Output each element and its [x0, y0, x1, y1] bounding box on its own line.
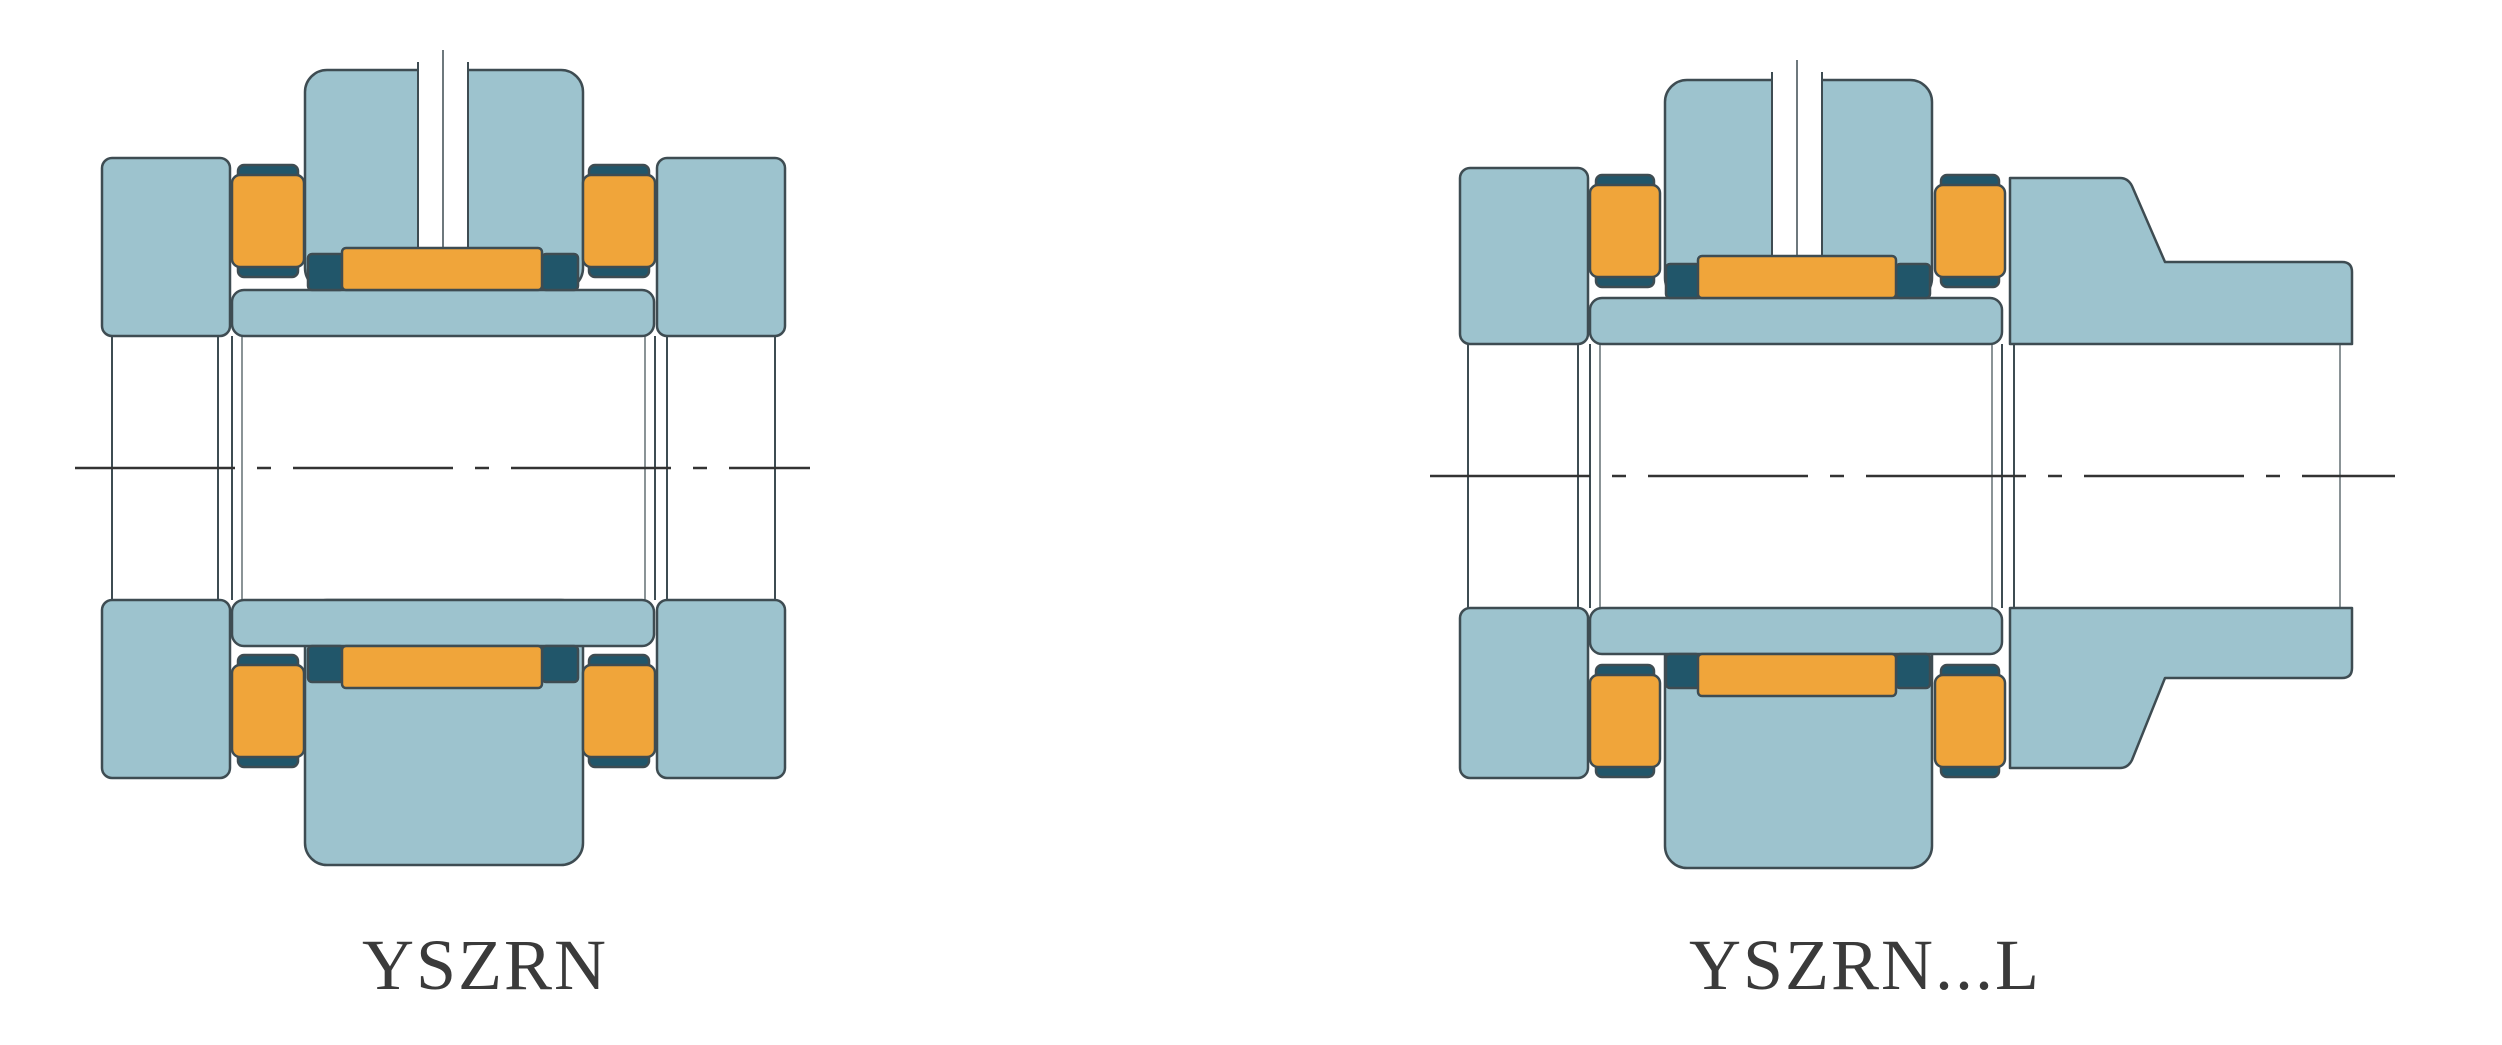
thrust-left-bottom-roller [1588, 673, 1662, 769]
thrust-left-bottom-roller [230, 663, 306, 759]
thrust-left-top-roller [1588, 183, 1662, 279]
radial-roller-bottom [340, 644, 544, 690]
thrust-right-top-roller [1933, 183, 2007, 279]
thrust-right-top-roller [581, 173, 657, 269]
thrust-right-bottom-roller [1933, 673, 2007, 769]
radial-cage-right [1894, 652, 1932, 690]
inner-sleeve-top [1588, 296, 2004, 346]
inner-sleeve-top [230, 288, 656, 338]
radial-roller-top [340, 246, 544, 292]
radial-roller-top [1696, 254, 1898, 300]
radial-cage-right [540, 644, 580, 684]
side-washer-right-bottom [655, 598, 787, 780]
radial-cage-left [1664, 652, 1702, 690]
inner-sleeve-bottom [1588, 606, 2004, 656]
thrust-left-top-roller [230, 173, 306, 269]
side-washer-left-top [100, 156, 232, 338]
side-washer-left-bottom [1458, 606, 1590, 780]
radial-cage-right [1894, 262, 1932, 300]
side-washer-right-top [655, 156, 787, 338]
yszrn-l-caption: YSZRN...L [1688, 925, 2042, 1005]
extension-sleeve-bottom [2008, 606, 2354, 770]
radial-roller-bottom [1696, 652, 1898, 698]
side-washer-left-bottom [100, 598, 232, 780]
thrust-right-bottom-roller [581, 663, 657, 759]
radial-cage-left [1664, 262, 1702, 300]
side-washer-left-top [1458, 166, 1590, 346]
extension-sleeve-top [2008, 176, 2354, 346]
yszrn-cross-section [75, 50, 810, 867]
yszrn-caption: YSZRN [361, 925, 609, 1005]
radial-cage-right [540, 252, 580, 292]
radial-cage-left [306, 252, 346, 292]
inner-sleeve-bottom [230, 598, 656, 648]
yszrn-l-cross-section [1430, 60, 2395, 870]
radial-cage-left [306, 644, 346, 684]
